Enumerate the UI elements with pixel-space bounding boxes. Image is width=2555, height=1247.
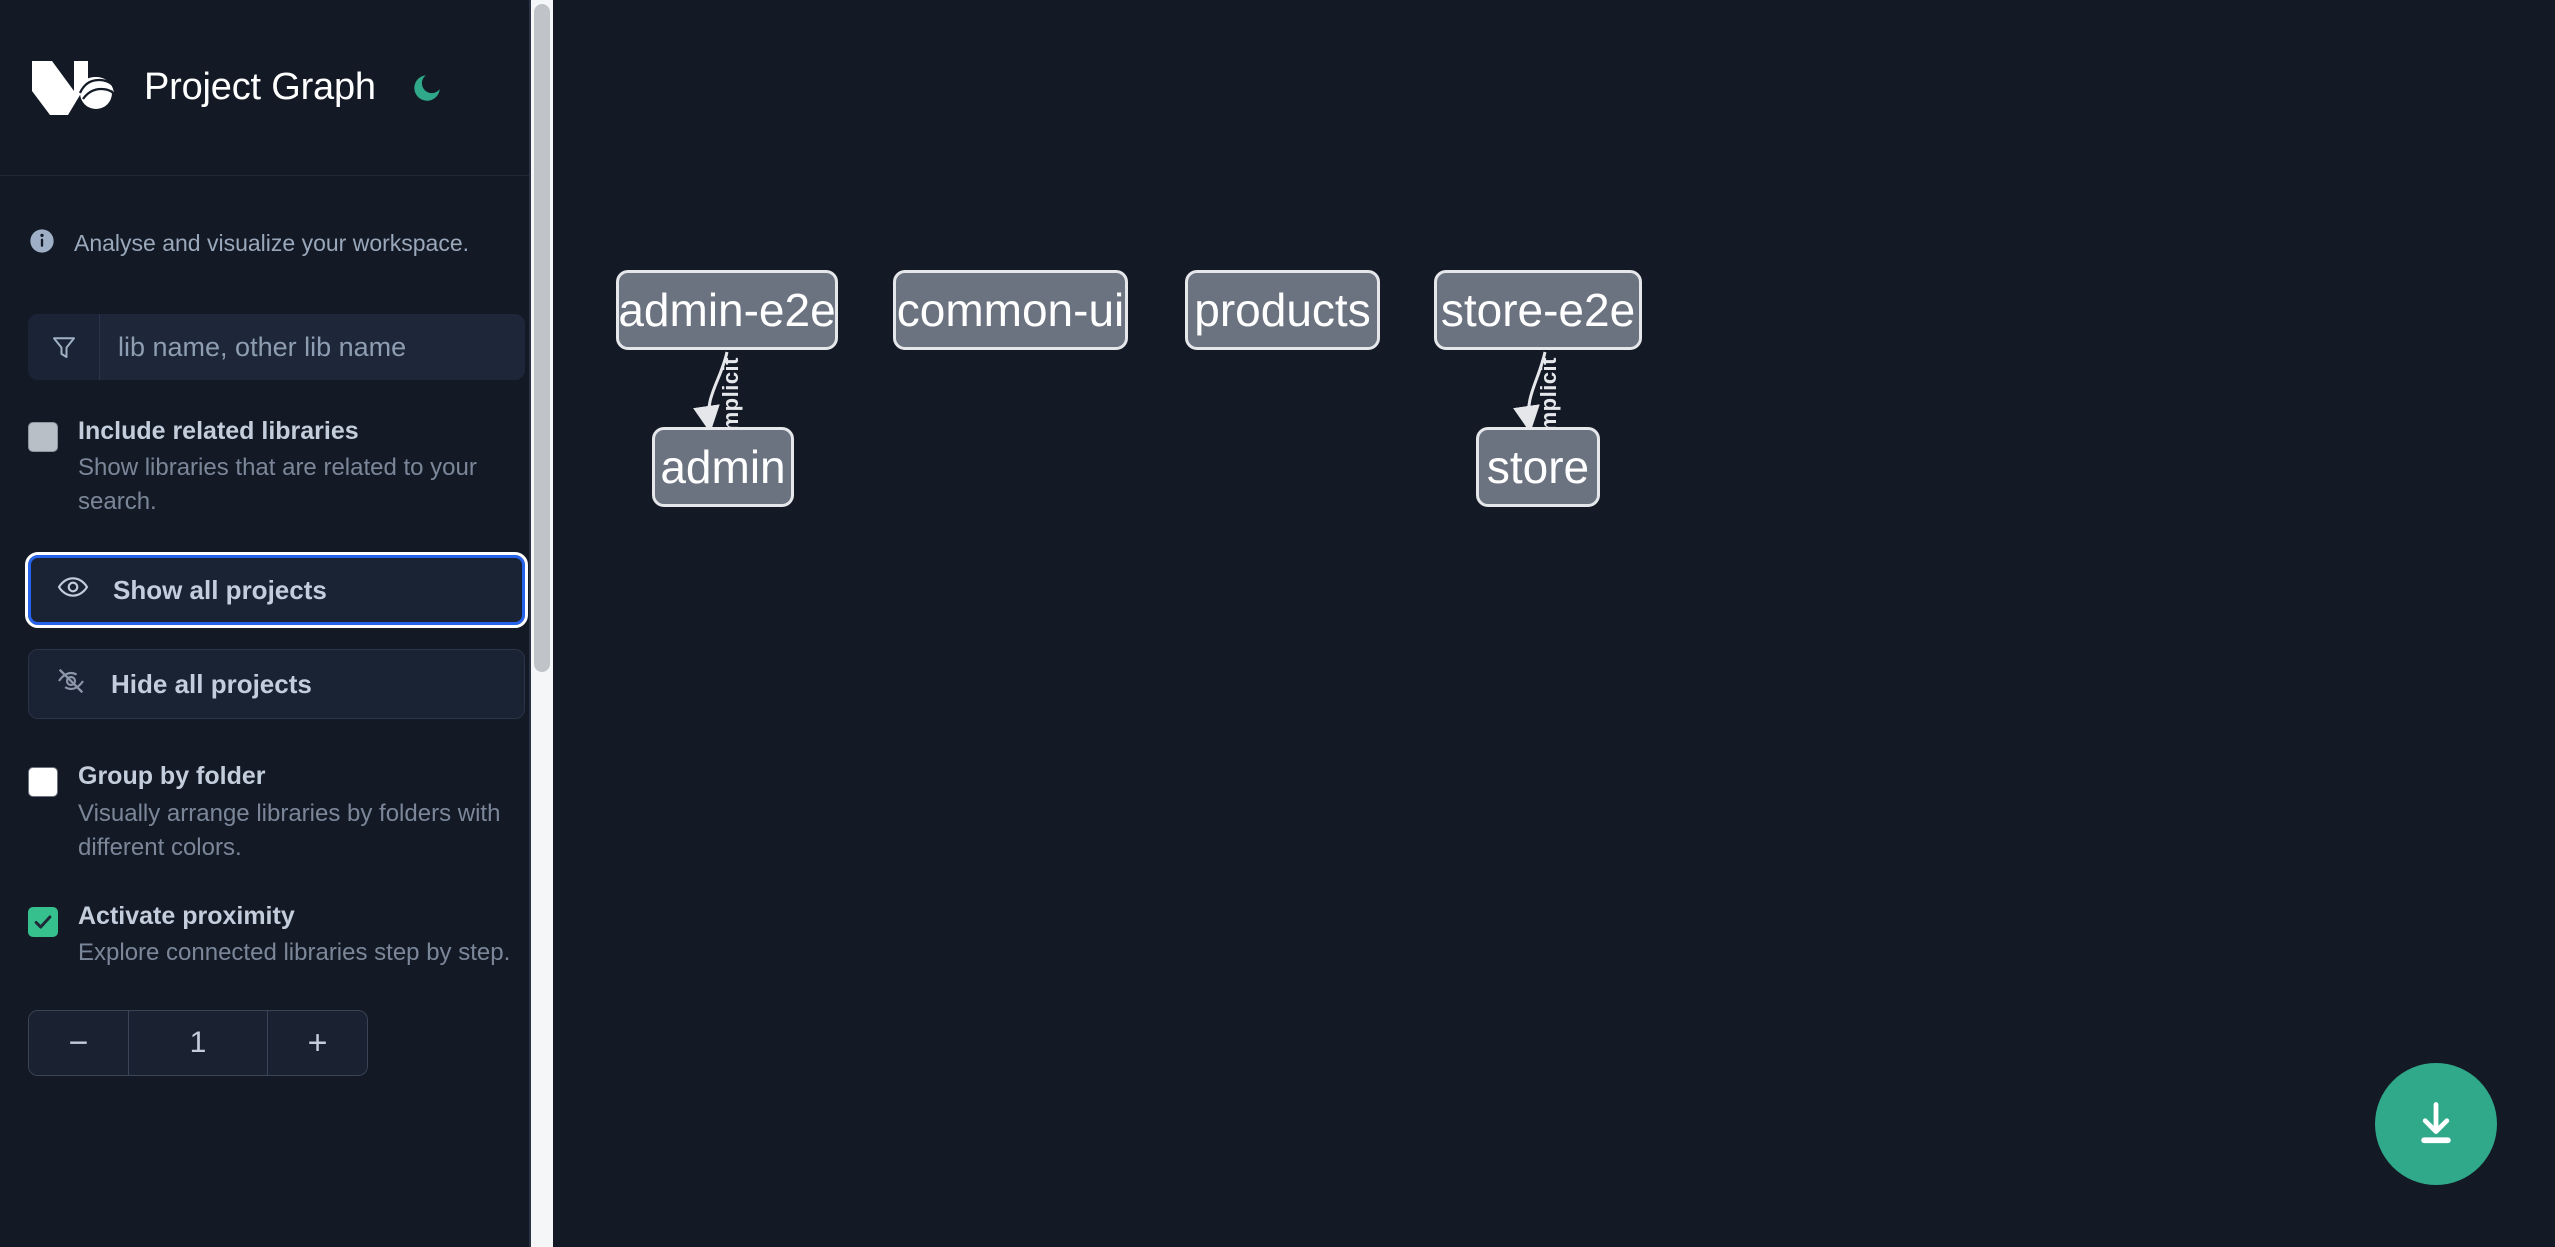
eye-off-icon <box>55 665 87 704</box>
edge-label-store-e2e-to-store: implicit <box>1536 357 1561 439</box>
graph-canvas[interactable]: implicit implicit admin-e2e common-ui pr… <box>553 0 2555 1247</box>
sidebar-divider <box>529 0 531 1247</box>
page-title: Project Graph <box>144 66 376 108</box>
group-by-folder-label: Group by folder <box>78 762 266 791</box>
graph-node-admin[interactable]: admin <box>652 427 794 507</box>
hide-all-projects-label: Hide all projects <box>111 668 312 699</box>
hide-all-projects-button[interactable]: Hide all projects <box>28 649 525 720</box>
tagline-text: Analyse and visualize your workspace. <box>74 229 470 256</box>
graph-node-products[interactable]: products <box>1185 270 1380 350</box>
activate-proximity-checkbox[interactable] <box>28 906 58 937</box>
group-by-folder-checkbox[interactable] <box>28 767 58 798</box>
show-all-projects-button[interactable]: Show all projects <box>25 552 528 629</box>
download-button[interactable] <box>2375 1063 2497 1185</box>
search-input[interactable] <box>100 314 525 380</box>
graph-node-store[interactable]: store <box>1476 427 1600 507</box>
include-related-libraries-description: Show libraries that are related to your … <box>78 454 477 516</box>
proximity-stepper[interactable]: − 1 + <box>28 1010 368 1077</box>
workspace-tagline: Analyse and visualize your workspace. <box>0 176 553 272</box>
filter-funnel-icon[interactable] <box>28 314 100 380</box>
group-by-folder-description: Visually arrange libraries by folders wi… <box>78 799 501 861</box>
search-section <box>0 272 553 380</box>
show-all-projects-label: Show all projects <box>113 574 327 605</box>
download-icon <box>2421 1102 2451 1144</box>
nx-logo-icon <box>28 55 124 121</box>
sidebar-content: Project Graph Analyse and visualize yo <box>0 0 553 1247</box>
sidebar: Project Graph Analyse and visualize yo <box>0 0 553 1247</box>
checkbox-row-group-by-folder[interactable]: Group by folder Visually arrange librari… <box>0 719 553 864</box>
moon-icon[interactable] <box>404 65 450 111</box>
sidebar-header: Project Graph <box>0 0 553 176</box>
checkbox-row-activate-proximity[interactable]: Activate proximity Explore connected lib… <box>0 865 553 970</box>
proximity-stepper-section: − 1 + <box>0 970 553 1077</box>
edge-label-admin-e2e-to-admin: implicit <box>718 357 743 439</box>
stepper-value: 1 <box>129 1011 267 1076</box>
sidebar-scrollbar-thumb[interactable] <box>534 4 550 672</box>
eye-icon <box>57 571 89 610</box>
info-icon <box>28 227 56 260</box>
include-related-libraries-checkbox[interactable] <box>28 422 58 452</box>
stepper-decrement-button[interactable]: − <box>29 1011 129 1076</box>
check-icon <box>34 915 52 929</box>
graph-node-store-e2e[interactable]: store-e2e <box>1434 270 1642 350</box>
project-visibility-buttons: Show all projects Hide all projects <box>0 519 553 720</box>
checkbox-row-include-related-libraries[interactable]: Include related libraries Show libraries… <box>0 380 553 519</box>
include-related-libraries-label: Include related libraries <box>78 417 359 445</box>
activate-proximity-description: Explore connected libraries step by step… <box>78 939 511 967</box>
graph-node-common-ui[interactable]: common-ui <box>893 270 1128 350</box>
stepper-increment-button[interactable]: + <box>267 1011 367 1076</box>
search-box[interactable] <box>28 314 525 380</box>
graph-node-admin-e2e[interactable]: admin-e2e <box>616 270 838 350</box>
sidebar-scrollbar-track[interactable] <box>531 0 553 1247</box>
activate-proximity-label: Activate proximity <box>78 901 295 930</box>
graph-edges <box>693 351 1547 433</box>
